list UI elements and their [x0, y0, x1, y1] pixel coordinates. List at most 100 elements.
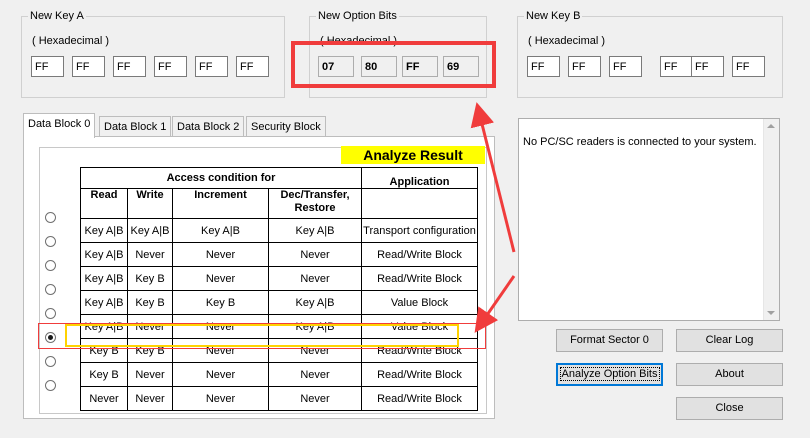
- new-key-a-hex-label: ( Hexadecimal ): [32, 35, 110, 47]
- radio-row-1[interactable]: [45, 212, 56, 223]
- analyze-result-banner: Analyze Result: [341, 146, 485, 164]
- option-bits-hex-label: ( Hexadecimal ): [320, 35, 398, 47]
- read-cell: Key A|B: [80, 314, 128, 339]
- key-a-byte-2[interactable]: FF: [72, 56, 105, 77]
- format-sector-button[interactable]: Format Sector 0: [556, 329, 663, 352]
- dec-cell: Key A|B: [268, 290, 362, 315]
- write-cell: Key B: [127, 290, 173, 315]
- key-a-byte-5[interactable]: FF: [195, 56, 228, 77]
- read-cell: Key A|B: [80, 266, 128, 291]
- option-bits-byte-4: 69: [443, 56, 479, 77]
- analyze-option-bits-label: Analyze Option Bits: [559, 367, 660, 381]
- log-text: No PC/SC readers is connected to your sy…: [523, 136, 757, 148]
- read-cell: Key A|B: [80, 242, 128, 267]
- radio-row-7[interactable]: [45, 356, 56, 367]
- format-sector-label: Format Sector 0: [570, 334, 649, 346]
- read-cell: Key A|B: [80, 290, 128, 315]
- read-column-header: Read: [80, 188, 128, 219]
- access-condition-header: Access condition for: [80, 167, 362, 189]
- option-bits-byte-2: 80: [361, 56, 397, 77]
- increment-cell: Key A|B: [172, 218, 269, 243]
- increment-cell: Key B: [172, 290, 269, 315]
- key-b-byte-6[interactable]: FF: [732, 56, 765, 77]
- radio-row-4[interactable]: [45, 284, 56, 295]
- key-a-byte-6[interactable]: FF: [236, 56, 269, 77]
- increment-cell: Never: [172, 314, 269, 339]
- log-scrollbar[interactable]: [763, 119, 779, 320]
- dec-cell: Key A|B: [268, 218, 362, 243]
- tab-data-block-0[interactable]: Data Block 0: [23, 113, 96, 138]
- new-key-b-title: New Key B: [524, 9, 583, 23]
- dec-cell: Never: [268, 242, 362, 267]
- radio-row-5[interactable]: [45, 308, 56, 319]
- option-bits-byte-1: 07: [318, 56, 354, 77]
- tab-security-block[interactable]: Security Block: [246, 116, 326, 137]
- write-cell: Key A|B: [127, 218, 173, 243]
- dec-cell: Never: [268, 386, 362, 411]
- write-cell: Never: [127, 314, 173, 339]
- application-cell: Value Block: [361, 290, 478, 315]
- write-cell: Key B: [127, 266, 173, 291]
- application-cell: Read/Write Block: [361, 338, 478, 363]
- table-row: Key A|B Key A|B Key A|B Key A|B Transpor…: [80, 218, 478, 243]
- table-row: Never Never Never Never Read/Write Block: [80, 386, 478, 411]
- new-key-b-hex-label: ( Hexadecimal ): [528, 35, 606, 47]
- application-header-label: Application: [389, 176, 450, 188]
- about-label: About: [715, 368, 744, 380]
- table-row-selected: Key B Key B Never Never Read/Write Block: [80, 338, 478, 363]
- dec-transfer-column-header: Dec/Transfer, Restore: [268, 188, 362, 219]
- key-a-byte-4[interactable]: FF: [154, 56, 187, 77]
- application-cell: Value Block: [361, 314, 478, 339]
- increment-column-header: Increment: [172, 188, 269, 219]
- about-button[interactable]: About: [676, 363, 783, 386]
- data-block-panel: Access condition for Application Read Wr…: [23, 136, 495, 419]
- clear-log-label: Clear Log: [705, 334, 754, 346]
- log-box[interactable]: No PC/SC readers is connected to your sy…: [518, 118, 780, 321]
- close-button[interactable]: Close: [676, 397, 783, 420]
- new-key-a-group: New Key A ( Hexadecimal ): [21, 9, 285, 98]
- write-cell: Key B: [127, 338, 173, 363]
- table-row: Key A|B Never Never Never Read/Write Blo…: [80, 242, 478, 267]
- key-a-byte-3[interactable]: FF: [113, 56, 146, 77]
- key-b-byte-1[interactable]: FF: [527, 56, 560, 77]
- key-b-byte-5[interactable]: FF: [691, 56, 724, 77]
- key-b-byte-2[interactable]: FF: [568, 56, 601, 77]
- dec-cell: Never: [268, 338, 362, 363]
- dec-cell: Key A|B: [268, 314, 362, 339]
- read-cell: Key A|B: [80, 218, 128, 243]
- key-b-byte-4[interactable]: FF: [660, 56, 693, 77]
- option-bits-title: New Option Bits: [316, 9, 399, 23]
- radio-row-3[interactable]: [45, 260, 56, 271]
- radio-row-2[interactable]: [45, 236, 56, 247]
- write-cell: Never: [127, 242, 173, 267]
- tab-data-block-2[interactable]: Data Block 2: [172, 116, 245, 137]
- scroll-down-icon[interactable]: [767, 311, 775, 315]
- tab-data-block-1[interactable]: Data Block 1: [99, 116, 172, 137]
- application-column-header: [361, 188, 478, 219]
- key-b-byte-3[interactable]: FF: [609, 56, 642, 77]
- table-row: Key A|B Key B Key B Key A|B Value Block: [80, 290, 478, 315]
- analyze-option-bits-button[interactable]: Analyze Option Bits: [556, 363, 663, 386]
- application-cell: Read/Write Block: [361, 266, 478, 291]
- increment-cell: Never: [172, 362, 269, 387]
- application-cell: Read/Write Block: [361, 362, 478, 387]
- read-cell: Key B: [80, 362, 128, 387]
- increment-cell: Never: [172, 242, 269, 267]
- key-a-byte-1[interactable]: FF: [31, 56, 64, 77]
- radio-row-6[interactable]: [45, 332, 56, 343]
- clear-log-button[interactable]: Clear Log: [676, 329, 783, 352]
- scroll-up-icon[interactable]: [767, 124, 775, 128]
- application-cell: Transport configuration: [361, 218, 478, 243]
- application-cell: Read/Write Block: [361, 242, 478, 267]
- read-cell: Never: [80, 386, 128, 411]
- write-cell: Never: [127, 386, 173, 411]
- radio-row-8[interactable]: [45, 380, 56, 391]
- new-key-b-group: New Key B ( Hexadecimal ): [517, 9, 783, 98]
- read-cell: Key B: [80, 338, 128, 363]
- application-header: Application: [361, 167, 478, 189]
- table-row: Key A|B Key B Never Never Read/Write Blo…: [80, 266, 478, 291]
- dec-cell: Never: [268, 266, 362, 291]
- increment-cell: Never: [172, 266, 269, 291]
- increment-cell: Never: [172, 386, 269, 411]
- access-condition-table: Access condition for Application Read Wr…: [80, 167, 478, 411]
